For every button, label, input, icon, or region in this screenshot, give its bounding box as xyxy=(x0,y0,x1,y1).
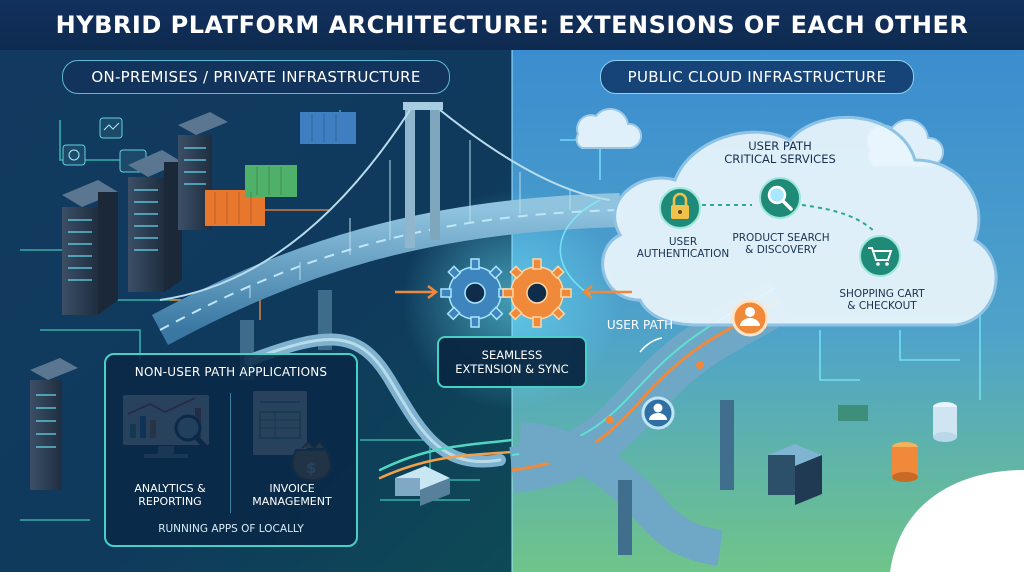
lock-icon xyxy=(659,187,701,229)
gears-icon xyxy=(440,258,572,328)
apps-heading: NON-USER PATH APPLICATIONS xyxy=(134,365,328,379)
sync-arrows xyxy=(395,285,632,299)
sync-label-line1: SEAMLESS xyxy=(481,347,543,362)
cloud-servers xyxy=(768,402,957,505)
app-label-line2: REPORTING xyxy=(138,494,202,508)
container-blocks xyxy=(205,112,356,226)
service-label-line2: AUTHENTICATION xyxy=(636,248,730,261)
cloud-heading-line1: USER PATH xyxy=(748,139,812,153)
user-path-label: USER PATH xyxy=(606,318,674,332)
app-label-line1: ANALYTICS & xyxy=(134,482,206,495)
app-label-line1: INVOICE xyxy=(269,482,315,495)
left-zone-label-text: ON-PREMISES / PRIVATE INFRASTRUCTURE xyxy=(91,68,421,86)
service-label-line2: & DISCOVERY xyxy=(745,244,817,257)
user-avatar-icon xyxy=(731,299,769,337)
shopping-cart-icon xyxy=(859,235,901,277)
service-label-line2: & CHECKOUT xyxy=(847,300,917,313)
app-label-analytics: ANALYTICS & REPORTING xyxy=(114,482,226,508)
cloud-heading-line2: CRITICAL SERVICES xyxy=(724,152,836,167)
service-label-authentication: USER AUTHENTICATION xyxy=(628,236,738,260)
page-title: HYBRID PLATFORM ARCHITECTURE: EXTENSIONS… xyxy=(55,11,969,39)
app-label-line2: MANAGEMENT xyxy=(252,494,332,508)
network-switch xyxy=(395,466,450,506)
service-label-shopping-cart: SHOPPING CART & CHECKOUT xyxy=(826,288,938,312)
data-pipes xyxy=(244,333,514,480)
database-icon xyxy=(892,442,918,482)
app-label-invoice: INVOICE MANAGEMENT xyxy=(236,482,348,508)
magnifier-icon xyxy=(759,177,801,219)
database-icon xyxy=(933,402,957,442)
service-label-line1: USER xyxy=(668,236,698,248)
service-label-line1: PRODUCT SEARCH xyxy=(732,232,830,244)
user-avatar-icon xyxy=(641,396,675,430)
services-cloud xyxy=(601,115,998,327)
server-racks xyxy=(30,112,228,490)
sync-label-line2: EXTENSION & SYNC xyxy=(455,362,569,376)
right-zone-label-text: PUBLIC CLOUD INFRASTRUCTURE xyxy=(627,68,887,86)
sync-box: SEAMLESS EXTENSION & SYNC xyxy=(437,336,587,388)
title-bar: HYBRID PLATFORM ARCHITECTURE: EXTENSIONS… xyxy=(0,0,1024,50)
right-zone-label: PUBLIC CLOUD INFRASTRUCTURE xyxy=(600,60,914,94)
apps-footer: RUNNING APPS OF LOCALLY xyxy=(158,523,304,535)
left-zone-label: ON-PREMISES / PRIVATE INFRASTRUCTURE xyxy=(62,60,450,94)
cloud-heading: USER PATH CRITICAL SERVICES xyxy=(705,139,855,167)
non-user-apps-box: NON-USER PATH APPLICATIONS ANALYTICS & R… xyxy=(104,353,358,547)
service-label-product-search: PRODUCT SEARCH & DISCOVERY xyxy=(722,232,840,256)
service-label-line1: SHOPPING CART xyxy=(839,288,925,300)
apps-divider xyxy=(230,393,231,513)
